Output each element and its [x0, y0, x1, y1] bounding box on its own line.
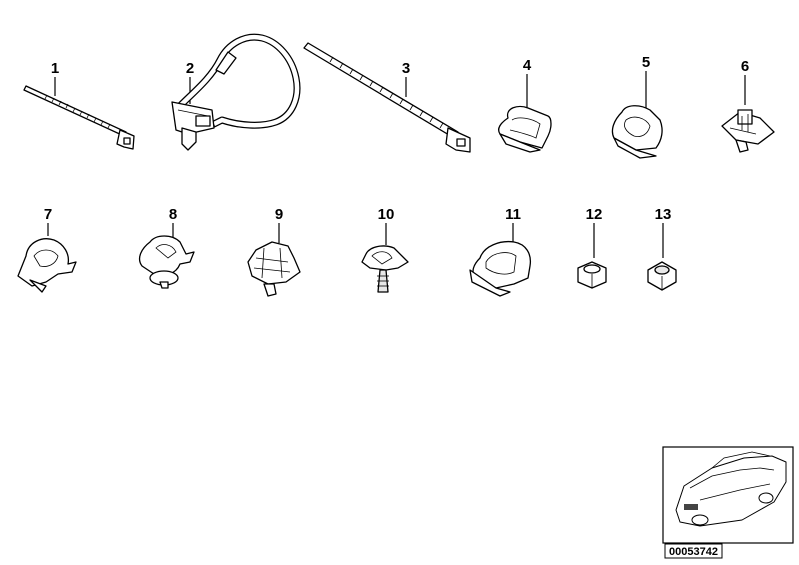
car-illustration	[675, 451, 787, 527]
callout-3[interactable]: 3	[402, 60, 410, 77]
part-7-clip	[17, 238, 77, 293]
leader-lines	[47, 71, 746, 258]
callout-9[interactable]: 9	[275, 206, 283, 223]
part-9-clip	[247, 241, 301, 297]
image-id-box	[664, 543, 723, 559]
callout-5[interactable]: 5	[642, 54, 650, 71]
callout-11[interactable]: 11	[505, 206, 521, 223]
part-6-connector-clip	[721, 109, 775, 153]
part-12-nut	[577, 261, 607, 289]
part-1-cable-tie	[23, 85, 135, 150]
image-id: 00053742	[669, 546, 718, 558]
callout-2[interactable]: 2	[186, 60, 194, 77]
part-8-clip	[138, 235, 195, 289]
part-3-long-cable-tie	[303, 42, 471, 153]
callout-7[interactable]: 7	[44, 206, 52, 223]
part-11-cable-clip	[469, 240, 532, 297]
callout-6[interactable]: 6	[741, 58, 749, 75]
part-2-strap-clip	[171, 33, 301, 151]
part-10-pushpin-clip	[361, 245, 409, 293]
callout-4[interactable]: 4	[523, 57, 532, 74]
callout-10[interactable]: 10	[378, 206, 395, 223]
part-5-cable-clip	[611, 105, 663, 159]
callout-12[interactable]: 12	[586, 206, 603, 223]
callout-1[interactable]: 1	[51, 60, 59, 77]
part-13-nut	[647, 261, 677, 291]
part-4-cable-clip	[498, 105, 552, 153]
callout-8[interactable]: 8	[169, 206, 177, 223]
callout-13[interactable]: 13	[655, 206, 672, 223]
vehicle-thumbnail: 00053742	[662, 446, 794, 559]
